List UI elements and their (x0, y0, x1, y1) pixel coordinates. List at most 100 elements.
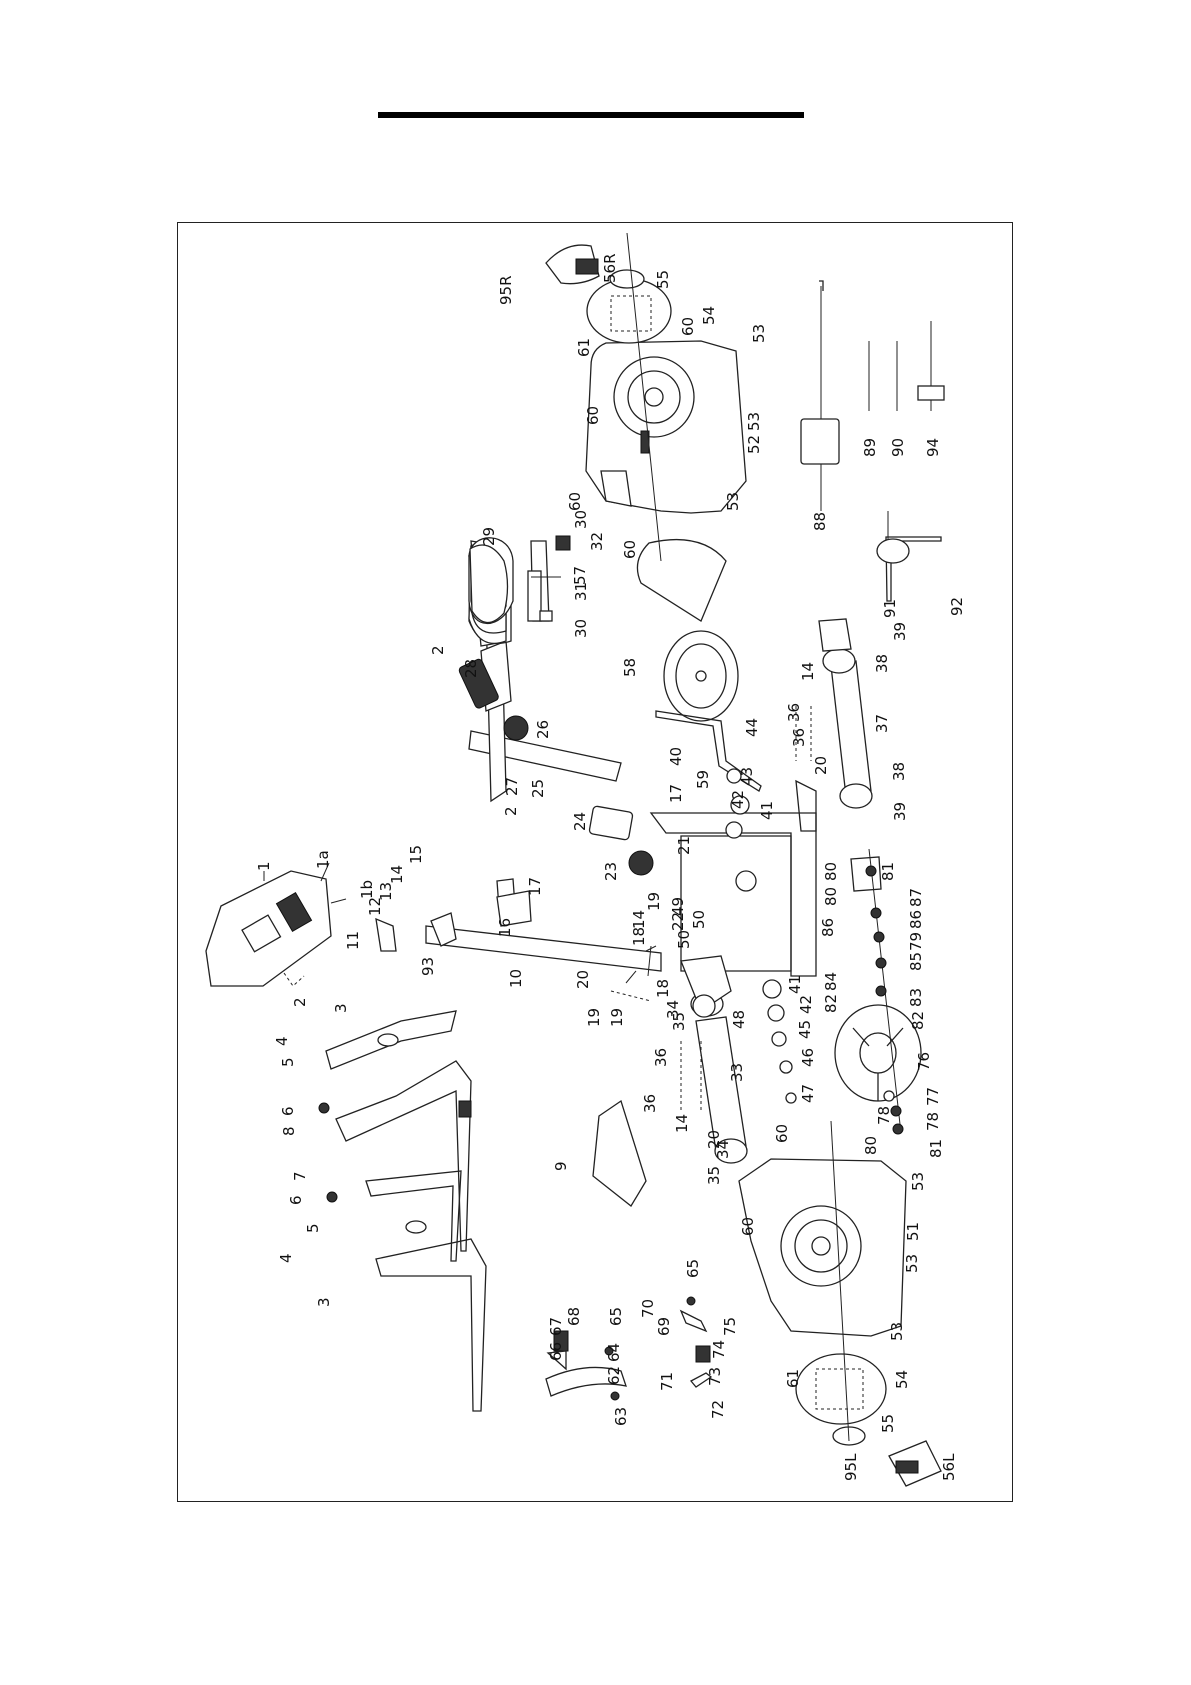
label-74: 74 (710, 1340, 728, 1359)
label-69: 69 (655, 1317, 673, 1336)
label-20: 20 (705, 1130, 723, 1149)
label-61: 61 (784, 1369, 802, 1388)
label-83: 83 (907, 988, 925, 1007)
label-38: 38 (873, 654, 891, 673)
left-pedal-assembly (795, 1120, 942, 1487)
label-32: 32 (588, 532, 606, 551)
label-23: 23 (602, 862, 620, 881)
label-84: 84 (822, 972, 840, 991)
label-18: 18 (654, 979, 672, 998)
label-49: 49 (669, 897, 687, 916)
label-44: 44 (743, 718, 761, 737)
label-52: 52 (745, 435, 763, 454)
label-39: 39 (891, 622, 909, 641)
label-64: 64 (605, 1343, 623, 1362)
label-6: 6 (287, 1195, 305, 1205)
label-91: 91 (881, 599, 899, 618)
label-40: 40 (667, 747, 685, 766)
label-2: 2 (291, 997, 309, 1007)
label-36: 36 (785, 703, 803, 722)
label-80: 80 (822, 887, 840, 906)
label-6: 6 (279, 1106, 297, 1116)
label-53: 53 (909, 1172, 927, 1191)
label-36: 36 (790, 728, 808, 747)
label-30: 30 (572, 619, 590, 638)
label-30: 30 (572, 510, 590, 529)
label-1: 1 (255, 861, 273, 871)
label-55: 55 (879, 1414, 897, 1433)
handlebar-assembly (318, 1010, 487, 1412)
label-54: 54 (893, 1370, 911, 1389)
label-85: 85 (907, 952, 925, 971)
label-60: 60 (566, 492, 584, 511)
label-17: 17 (667, 784, 685, 803)
label-81: 81 (879, 862, 897, 881)
label-5: 5 (279, 1057, 297, 1067)
label-38: 38 (890, 762, 908, 781)
label-59: 59 (694, 770, 712, 789)
label-11: 11 (344, 931, 362, 950)
label-1a: 1a (314, 850, 332, 869)
label-93: 93 (419, 957, 437, 976)
label-22: 22 (669, 912, 687, 931)
label-45: 45 (796, 1020, 814, 1039)
resistance-parts (496, 805, 732, 1018)
label-78: 78 (924, 1112, 942, 1131)
label-56R: 56R (601, 253, 619, 283)
label-35: 35 (670, 1012, 688, 1031)
label-42: 42 (797, 995, 815, 1014)
label-82: 82 (909, 1011, 927, 1030)
label-24: 24 (571, 812, 589, 831)
label-36: 36 (652, 1048, 670, 1067)
label-28: 28 (462, 659, 480, 678)
label-94: 94 (924, 438, 942, 457)
label-8: 8 (280, 1126, 298, 1136)
belt-and-pulley (636, 538, 739, 722)
label-31: 31 (572, 582, 590, 601)
label-27: 27 (503, 777, 521, 796)
label-89: 89 (861, 438, 879, 457)
adaptor-and-tools (800, 280, 945, 602)
label-14: 14 (799, 662, 817, 681)
label-73: 73 (706, 1367, 724, 1386)
label-53: 53 (903, 1254, 921, 1273)
label-14: 14 (673, 1114, 691, 1133)
label-34: 34 (664, 1000, 682, 1019)
parts-drawing: 1 1a 1b 2 2 2 3 3 4 4 5 5 6 6 7 8 9 10 1… (205, 232, 966, 1487)
label-25: 25 (529, 779, 547, 798)
main-frame (425, 779, 817, 977)
label-76: 76 (915, 1052, 933, 1071)
label-2: 2 (429, 645, 447, 655)
stabilizers (690, 618, 882, 1164)
label-47: 47 (799, 1084, 817, 1103)
label-60: 60 (739, 1217, 757, 1236)
label-68: 68 (565, 1307, 583, 1326)
leader-lines (283, 706, 812, 1111)
label-57: 57 (571, 566, 589, 585)
title-rule (378, 112, 804, 118)
label-95R: 95R (497, 275, 515, 305)
right-pedal-assembly (545, 232, 672, 562)
label-63: 63 (612, 1407, 630, 1426)
label-60: 60 (621, 540, 639, 559)
label-15: 15 (407, 845, 425, 864)
label-53: 53 (745, 412, 763, 431)
flywheel (834, 848, 922, 1135)
label-21: 21 (675, 836, 693, 855)
label-54: 54 (700, 306, 718, 325)
label-95L: 95L (842, 1453, 860, 1481)
label-71: 71 (658, 1372, 676, 1391)
label-20: 20 (812, 756, 830, 775)
label-18: 18 (630, 927, 648, 946)
label-26: 26 (534, 720, 552, 739)
label-53: 53 (724, 492, 742, 511)
label-9: 9 (552, 1161, 570, 1171)
label-29: 29 (480, 527, 498, 546)
console (205, 862, 347, 987)
label-66: 66 (547, 1342, 565, 1361)
label-60: 60 (773, 1124, 791, 1143)
label-86: 86 (907, 910, 925, 929)
label-86: 86 (819, 918, 837, 937)
misc-covers (375, 912, 647, 1207)
label-4: 4 (273, 1036, 291, 1046)
